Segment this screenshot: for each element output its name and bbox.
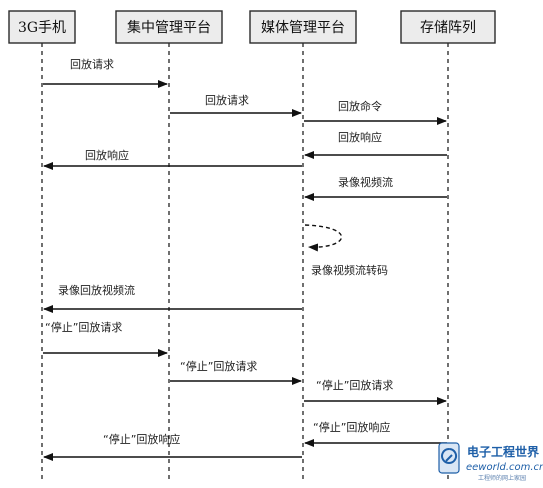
- participant-box: [115, 10, 223, 44]
- message-label: “停止”回放请求: [316, 378, 393, 392]
- message-2: 回放请求: [170, 93, 302, 117]
- message-11: “停止”回放请求: [304, 378, 447, 405]
- self-loop-arrow: [304, 224, 343, 252]
- participant-box: [8, 10, 76, 44]
- message-9: “停止”回放请求: [43, 320, 168, 357]
- participant-media: 媒体管理平台: [249, 10, 357, 44]
- participant-label: 集中管理平台: [127, 19, 211, 36]
- message-label: “停止”回放响应: [103, 432, 180, 446]
- watermark-tagline: 工程师的网上家园: [478, 474, 526, 482]
- participant-box: [400, 10, 496, 44]
- message-label: 录像视频流转码: [311, 263, 388, 277]
- watermark-logo: 电子工程世界 eeworld.com.cn 工程师的网上家园: [438, 442, 543, 482]
- message-5: 回放响应: [43, 148, 302, 170]
- message-label: 回放命令: [338, 99, 382, 113]
- message-4: 回放响应: [304, 130, 447, 159]
- watermark-title: 电子工程世界: [467, 444, 539, 459]
- message-label: 回放响应: [85, 148, 129, 162]
- watermark-emblem-icon: [438, 442, 460, 474]
- participant-label: 存储阵列: [420, 20, 476, 36]
- participant-label: 3G手机: [18, 20, 66, 36]
- message-8: 录像回放视频流: [43, 283, 302, 313]
- message-1: 回放请求: [43, 57, 168, 88]
- message-label: “停止”回放请求: [180, 359, 257, 373]
- message-label: “停止”回放响应: [313, 420, 390, 434]
- participant-storage: 存储阵列: [400, 10, 496, 44]
- message-label: “停止”回放请求: [45, 320, 122, 334]
- message-6: 录像视频流: [304, 175, 447, 201]
- message-13: “停止”回放响应: [43, 432, 302, 461]
- message-label: 回放请求: [70, 57, 114, 71]
- participant-box: [249, 10, 357, 44]
- participant-central: 集中管理平台: [115, 10, 223, 44]
- message-7: 录像视频流转码: [304, 224, 388, 277]
- message-3: 回放命令: [304, 99, 447, 125]
- message-label: 录像视频流: [338, 175, 393, 189]
- message-12: “停止”回放响应: [304, 420, 447, 447]
- message-label: 回放请求: [205, 93, 249, 107]
- watermark-site: eeworld.com.cn: [466, 462, 543, 473]
- participant-label: 媒体管理平台: [261, 20, 345, 36]
- message-10: “停止”回放请求: [170, 359, 302, 385]
- message-label: 录像回放视频流: [58, 283, 135, 297]
- participant-phone: 3G手机: [8, 10, 76, 44]
- message-label: 回放响应: [338, 130, 382, 144]
